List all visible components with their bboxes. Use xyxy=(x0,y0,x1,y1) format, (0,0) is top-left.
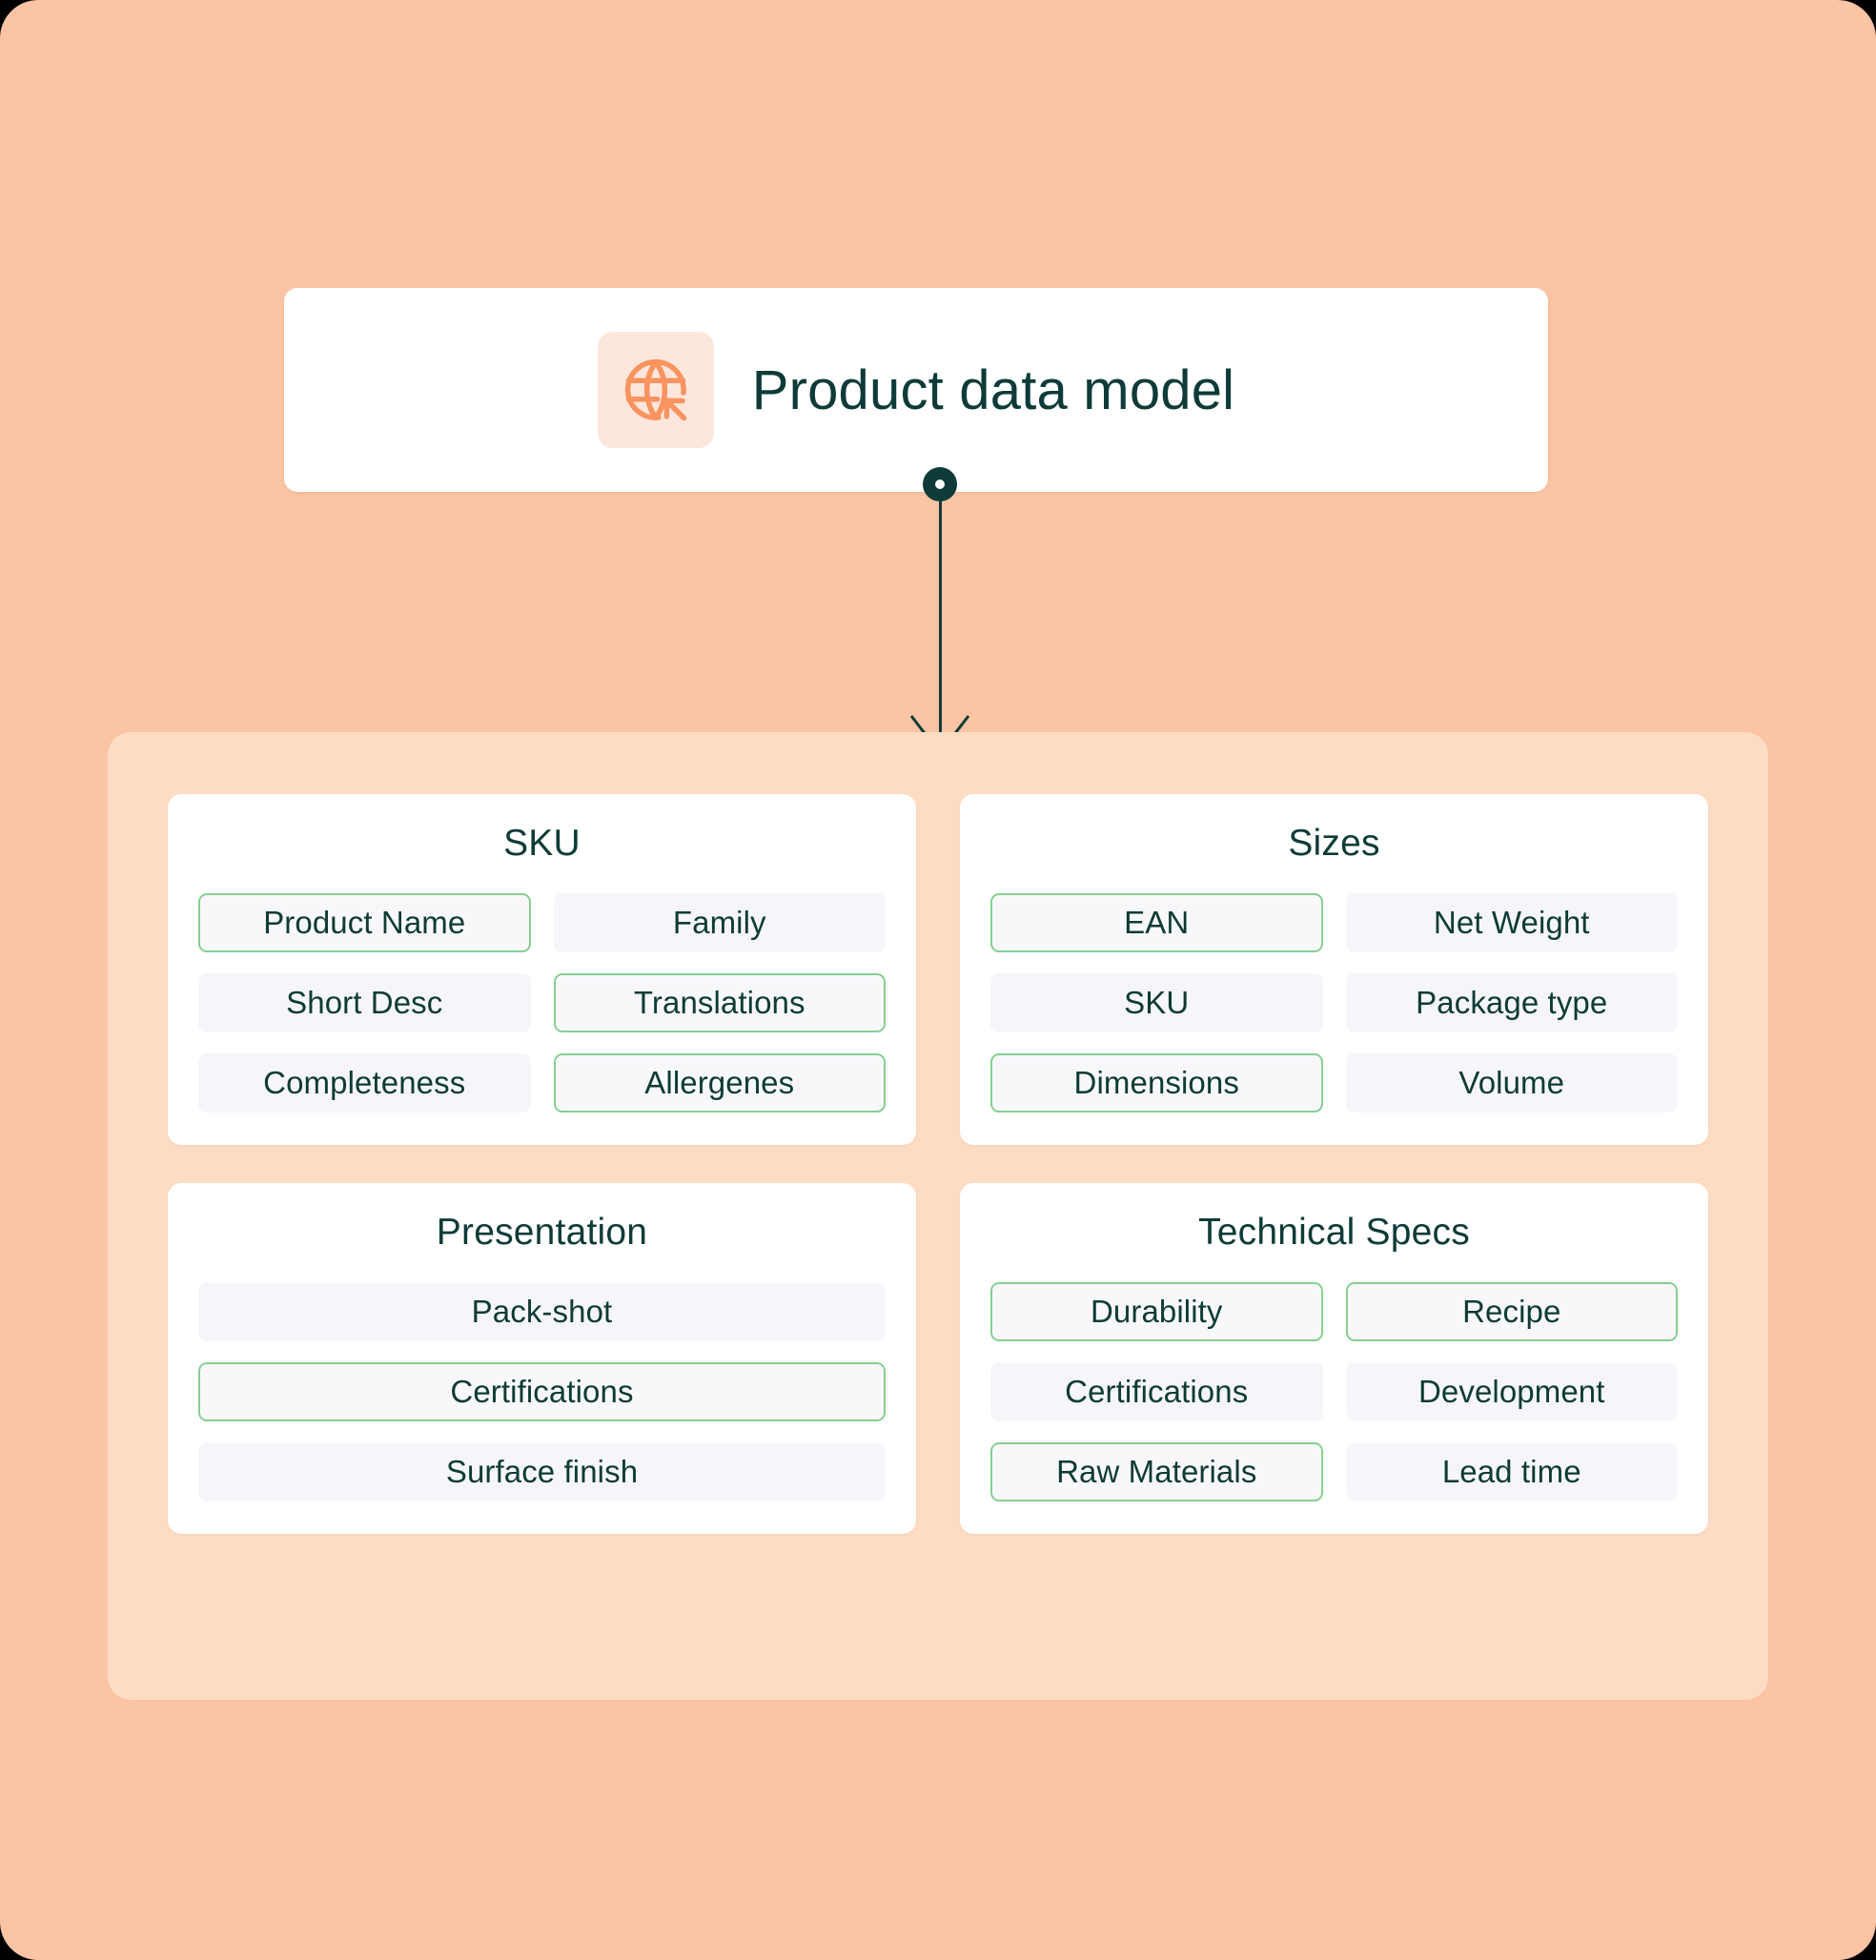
card-title-technical-specs: Technical Specs xyxy=(1198,1212,1470,1253)
chip-product-name[interactable]: Product Name xyxy=(198,893,531,952)
connector-line xyxy=(939,500,942,749)
chip-dimensions[interactable]: Dimensions xyxy=(990,1053,1323,1113)
card-grid: SKU Product Name Family Short Desc Trans… xyxy=(168,794,1708,1534)
chip-allergenes[interactable]: Allergenes xyxy=(553,1053,886,1113)
chip-net-weight[interactable]: Net Weight xyxy=(1345,893,1678,952)
chip-surface-finish[interactable]: Surface finish xyxy=(198,1442,886,1501)
chip-certifications[interactable]: Certifications xyxy=(198,1362,886,1421)
chip-durability[interactable]: Durability xyxy=(990,1282,1323,1341)
card-presentation: Presentation Pack-shot Certifications Su… xyxy=(168,1183,916,1534)
chip-development[interactable]: Development xyxy=(1345,1362,1678,1421)
chip-package-type[interactable]: Package type xyxy=(1345,973,1678,1032)
chip-raw-materials[interactable]: Raw Materials xyxy=(990,1442,1323,1501)
chip-lead-time[interactable]: Lead time xyxy=(1345,1442,1678,1501)
chip-completeness[interactable]: Completeness xyxy=(198,1053,531,1113)
chip-grid-presentation: Pack-shot Certifications Surface finish xyxy=(198,1282,886,1501)
card-title-presentation: Presentation xyxy=(436,1212,648,1253)
flow-arrow-connector xyxy=(887,467,991,763)
chip-volume[interactable]: Volume xyxy=(1345,1053,1678,1113)
card-sku: SKU Product Name Family Short Desc Trans… xyxy=(168,794,916,1145)
chip-family[interactable]: Family xyxy=(553,893,886,952)
page-title: Product data model xyxy=(751,358,1235,421)
node-dot-icon xyxy=(923,467,957,501)
chip-pack-shot[interactable]: Pack-shot xyxy=(198,1282,886,1341)
card-sizes: Sizes EAN Net Weight SKU Package type Di… xyxy=(960,794,1708,1145)
card-title-sizes: Sizes xyxy=(1288,823,1380,864)
chip-grid-sku: Product Name Family Short Desc Translati… xyxy=(198,893,886,1113)
product-data-model-card[interactable]: Product data model xyxy=(284,288,1548,492)
chip-grid-technical-specs: Durability Recipe Certifications Develop… xyxy=(990,1282,1678,1501)
chip-grid-sizes: EAN Net Weight SKU Package type Dimensio… xyxy=(990,893,1678,1113)
chip-ean[interactable]: EAN xyxy=(990,893,1323,952)
chip-translations[interactable]: Translations xyxy=(553,973,886,1032)
chip-recipe[interactable]: Recipe xyxy=(1345,1282,1678,1341)
chip-short-desc[interactable]: Short Desc xyxy=(198,973,531,1032)
chip-sku[interactable]: SKU xyxy=(990,973,1323,1032)
card-title-sku: SKU xyxy=(503,823,581,864)
chip-certifications-tech[interactable]: Certifications xyxy=(990,1362,1323,1421)
globe-cursor-icon xyxy=(597,332,714,448)
card-technical-specs: Technical Specs Durability Recipe Certif… xyxy=(960,1183,1708,1534)
data-model-panel: SKU Product Name Family Short Desc Trans… xyxy=(108,732,1768,1700)
